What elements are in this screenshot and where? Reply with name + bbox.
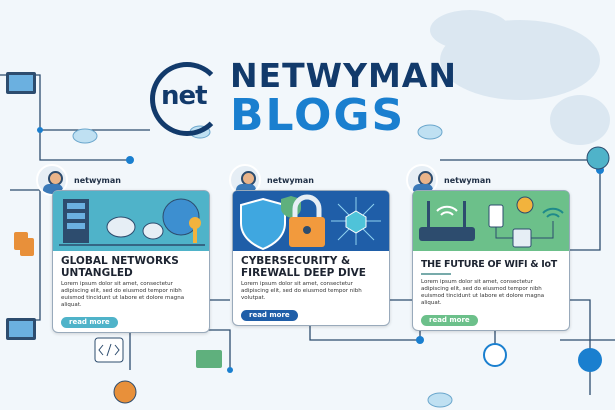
author-name: netwyman xyxy=(74,175,121,185)
card-excerpt: Lorem ipsum dolor sit amet, consectetur … xyxy=(241,281,362,301)
card-title[interactable]: GLOBAL NETWORKS UNTANGLED xyxy=(61,255,179,279)
card-hero xyxy=(413,191,569,251)
blog-card-wifi-iot[interactable]: THE FUTURE OF WIFI & IoT Lorem ipsum dol… xyxy=(412,190,570,331)
folder-icon xyxy=(196,350,222,368)
wifi-icon xyxy=(483,343,507,367)
logo-title: NETWYMAN xyxy=(230,56,457,95)
circuit-icon xyxy=(331,197,381,245)
blog-card-global-networks[interactable]: GLOBAL NETWORKS UNTANGLED Lorem ipsum do… xyxy=(52,190,210,333)
card-title[interactable]: CYBERSECURITY & FIREWALL DEEP DIVE xyxy=(241,255,366,279)
card-title[interactable]: THE FUTURE OF WIFI & IoT xyxy=(421,259,557,270)
wifi-icon xyxy=(542,207,564,218)
read-more-button[interactable]: read more xyxy=(421,314,478,326)
smart-plug-icon xyxy=(512,228,532,248)
server-icon xyxy=(63,199,89,243)
lightbulb-icon xyxy=(516,196,534,214)
read-more-button[interactable]: read more xyxy=(241,310,298,321)
router-icon xyxy=(419,201,475,241)
author-name: netwyman xyxy=(444,175,491,185)
card-hero xyxy=(233,191,389,251)
document-icon xyxy=(14,232,34,256)
padlock-icon xyxy=(289,194,325,247)
code-monitor-icon xyxy=(6,318,36,340)
monitor-icon xyxy=(6,72,36,94)
divider xyxy=(421,273,451,275)
card-excerpt: Lorem ipsum dolor sit amet, consectetur … xyxy=(61,281,185,308)
nodes xyxy=(37,127,604,373)
author-name: netwyman xyxy=(267,175,314,185)
read-more-button[interactable]: read more xyxy=(61,317,118,328)
card-hero xyxy=(53,191,209,251)
card-excerpt: Lorem ipsum dolor sit amet, consectetur … xyxy=(421,278,545,306)
logo-subtitle: BLOGS xyxy=(230,90,406,141)
net-logo-mark: net xyxy=(150,62,224,136)
code-icon xyxy=(94,337,124,363)
netwyman-blogs-logo: net NETWYMAN BLOGS xyxy=(150,56,470,141)
world-map xyxy=(430,10,610,145)
shield-icon xyxy=(240,197,286,251)
satellite-dish-icon xyxy=(106,216,164,240)
earth-icon xyxy=(586,146,610,170)
blog-card-cybersecurity[interactable]: CYBERSECURITY & FIREWALL DEEP DIVE Lorem… xyxy=(232,190,390,326)
globe-icon xyxy=(113,380,137,404)
smart-switch-icon xyxy=(488,204,504,228)
key-icon xyxy=(189,217,201,243)
